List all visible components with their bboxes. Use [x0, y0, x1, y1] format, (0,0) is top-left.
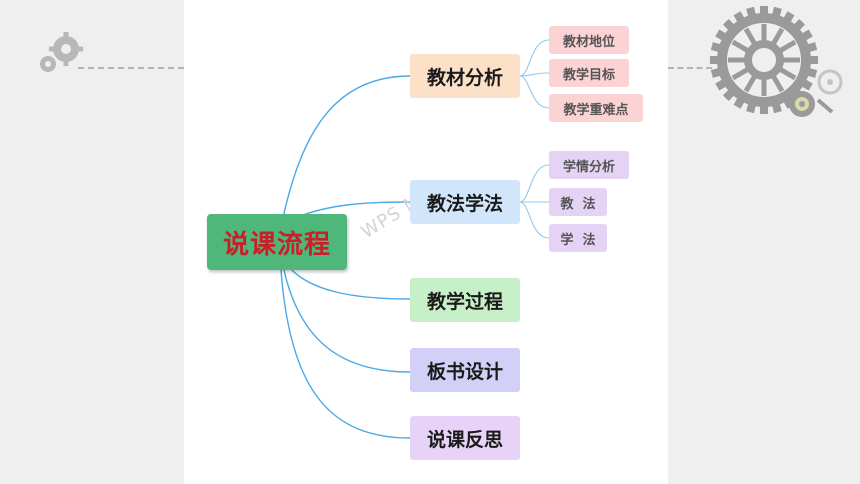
branch-node-teaching-methods[interactable]: 教法学法	[410, 180, 520, 224]
branch-node-reflection[interactable]: 说课反思	[410, 416, 520, 460]
leaf-node-teaching-goals[interactable]: 教学目标	[549, 59, 629, 87]
dashed-rule-right	[668, 67, 712, 69]
leaf-node-learning-method[interactable]: 学 法	[549, 224, 607, 252]
leaf-node-teaching-method[interactable]: 教 法	[549, 188, 607, 216]
branch-node-teaching-process[interactable]: 教学过程	[410, 278, 520, 322]
branch-node-textbook-analysis[interactable]: 教材分析	[410, 54, 520, 98]
leaf-node-textbook-position[interactable]: 教材地位	[549, 26, 629, 54]
branch-node-board-design[interactable]: 板书设计	[410, 348, 520, 392]
leaf-node-key-difficulties[interactable]: 教学重难点	[549, 94, 643, 122]
leaf-node-student-analysis[interactable]: 学情分析	[549, 151, 629, 179]
root-node[interactable]: 说课流程	[207, 214, 347, 270]
gear-icon-right	[710, 6, 843, 117]
dashed-rule-left	[78, 67, 184, 69]
gear-icon-left	[40, 32, 83, 72]
